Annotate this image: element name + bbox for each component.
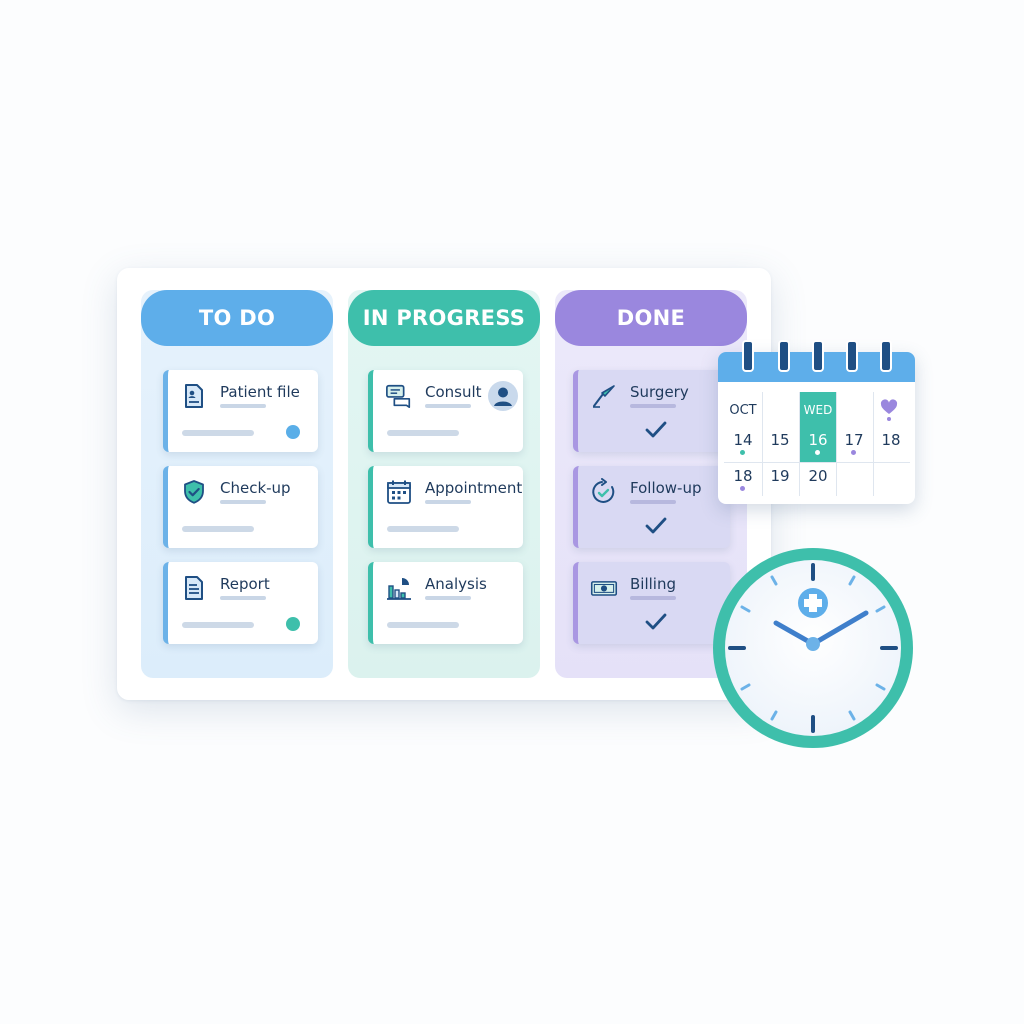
calendar-widget[interactable]: OCT WED 14 15 16 17 18 18 19 20 xyxy=(718,340,915,504)
task-card-surgery[interactable]: Surgery xyxy=(573,370,730,452)
column-done: DONE Surgery Follow-up Billing xyxy=(555,290,747,678)
checkmark-icon xyxy=(645,517,667,534)
column-header-done: DONE xyxy=(555,290,747,346)
report-icon xyxy=(185,576,203,600)
refresh-check-icon xyxy=(592,478,615,503)
task-title: Patient file xyxy=(220,383,300,401)
clock-icon xyxy=(713,548,913,748)
calendar-day[interactable]: 19 xyxy=(770,467,790,485)
task-card-consult[interactable]: Consult xyxy=(368,370,523,452)
task-title: Billing xyxy=(630,575,676,593)
task-card-billing[interactable]: Billing xyxy=(573,562,730,644)
calendar-ring xyxy=(742,340,754,372)
calendar-ring xyxy=(778,340,790,372)
task-subtitle-placeholder xyxy=(630,596,676,600)
progress-bar xyxy=(387,526,459,532)
calendar-ring xyxy=(812,340,824,372)
calendar-day[interactable]: 17 xyxy=(836,422,872,458)
shield-check-icon xyxy=(184,480,204,504)
task-card-patient-file[interactable]: Patient file xyxy=(163,370,318,452)
task-title: Report xyxy=(220,575,270,593)
calendar-day-selected[interactable]: 16 xyxy=(800,422,836,458)
task-title: Surgery xyxy=(630,383,689,401)
calendar-day[interactable]: 18 xyxy=(881,431,901,449)
task-subtitle-placeholder xyxy=(630,404,676,408)
calendar-gridline xyxy=(873,392,874,496)
task-subtitle-placeholder xyxy=(630,500,676,504)
progress-bar xyxy=(182,430,254,436)
task-subtitle-placeholder xyxy=(425,596,471,600)
column-header-in-progress: IN PROGRESS xyxy=(348,290,540,346)
heart-icon xyxy=(880,399,898,421)
banknote-icon xyxy=(590,581,618,596)
checkmark-icon xyxy=(645,421,667,438)
calendar-gridline xyxy=(799,392,800,496)
task-card-follow-up[interactable]: Follow-up xyxy=(573,466,730,548)
document-icon xyxy=(185,384,203,408)
column-in-progress: IN PROGRESS Consult Appointment xyxy=(348,290,540,678)
status-dot xyxy=(286,617,300,631)
calendar-month-label: OCT xyxy=(729,402,757,418)
task-card-analysis[interactable]: Analysis xyxy=(368,562,523,644)
calendar-day[interactable]: 14 xyxy=(725,422,761,458)
task-title: Consult xyxy=(425,383,482,401)
calendar-gridline xyxy=(836,392,837,496)
bar-chart-icon xyxy=(387,578,411,600)
progress-bar xyxy=(182,526,254,532)
calendar-ring xyxy=(880,340,892,372)
task-title: Appointment xyxy=(425,479,523,497)
task-subtitle-placeholder xyxy=(425,404,471,408)
checkmark-icon xyxy=(645,613,667,630)
task-card-check-up[interactable]: Check-up xyxy=(163,466,318,548)
calendar-day[interactable]: 20 xyxy=(808,467,828,485)
calendar-ring xyxy=(846,340,858,372)
task-subtitle-placeholder xyxy=(220,596,266,600)
task-card-appointment[interactable]: Appointment xyxy=(368,466,523,548)
task-title: Follow-up xyxy=(630,479,702,497)
calendar-icon xyxy=(387,480,411,504)
column-todo: TO DO Patient file Check-up Report xyxy=(141,290,333,678)
scalpel-icon xyxy=(593,385,615,408)
calendar-day[interactable]: 18 xyxy=(725,458,761,494)
task-title: Check-up xyxy=(220,479,291,497)
task-subtitle-placeholder xyxy=(425,500,471,504)
task-card-report[interactable]: Report xyxy=(163,562,318,644)
calendar-gridline xyxy=(724,462,910,463)
avatar[interactable] xyxy=(487,380,519,412)
calendar-day[interactable]: 15 xyxy=(770,431,790,449)
task-subtitle-placeholder xyxy=(220,404,266,408)
column-header-todo: TO DO xyxy=(141,290,333,346)
calendar-weekday-label: WED xyxy=(803,403,833,417)
progress-bar xyxy=(387,430,459,436)
chat-bubbles-icon xyxy=(386,384,411,409)
task-subtitle-placeholder xyxy=(220,500,266,504)
progress-bar xyxy=(182,622,254,628)
status-dot xyxy=(286,425,300,439)
calendar-gridline xyxy=(762,392,763,496)
progress-bar xyxy=(387,622,459,628)
task-title: Analysis xyxy=(425,575,487,593)
